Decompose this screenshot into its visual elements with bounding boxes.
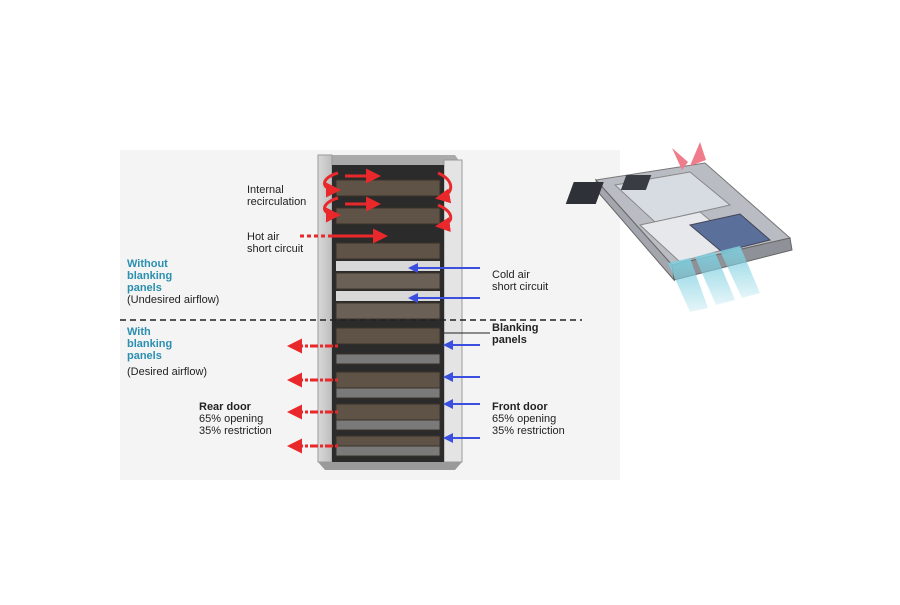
rear-exhaust-arrows xyxy=(287,338,338,454)
front-door-restriction: 35% restriction xyxy=(492,425,565,437)
server-unit xyxy=(335,371,441,389)
hot-air-label-1: Hot air xyxy=(247,231,280,243)
blanking-label-1: Blanking xyxy=(492,322,539,334)
server-unit xyxy=(335,207,441,225)
hot-air-arrows-top xyxy=(300,168,388,244)
blanking-panel xyxy=(335,445,441,457)
front-door-title: Front door xyxy=(492,401,548,413)
without-label-4: (Undesired airflow) xyxy=(127,294,220,306)
with-label-3: panels xyxy=(127,350,162,362)
with-label-2: blanking xyxy=(127,338,173,350)
server-unit xyxy=(335,327,441,345)
without-label-2: blanking xyxy=(127,270,173,282)
cold-air-short-circuit-arrows xyxy=(408,263,480,303)
hot-air-label-2: short circuit xyxy=(247,243,304,255)
with-label-4: (Desired airflow) xyxy=(127,366,208,378)
internal-recirculation-arrows xyxy=(323,171,453,233)
rear-door-restriction: 35% restriction xyxy=(199,425,272,437)
server-units xyxy=(335,179,441,457)
front-intake-arrows xyxy=(443,340,480,443)
blanking-panel xyxy=(335,353,441,365)
rear-door-opening: 65% opening xyxy=(199,413,264,425)
rear-door-title: Rear door xyxy=(199,401,251,413)
server-chassis-icon xyxy=(565,142,793,312)
server-unit xyxy=(335,302,441,320)
server-unit xyxy=(335,403,441,421)
open-gap xyxy=(336,291,440,301)
with-label-1: With xyxy=(127,326,151,338)
cold-air-label-1: Cold air xyxy=(492,269,530,281)
blanking-panel xyxy=(335,419,441,431)
cold-air-label-2: short circuit xyxy=(492,281,549,293)
internal-recirc-label-2: recirculation xyxy=(247,196,307,208)
server-unit xyxy=(335,242,441,260)
internal-recirc-label-1: Internal xyxy=(247,184,284,196)
without-label-3: panels xyxy=(127,282,162,294)
server-unit xyxy=(335,272,441,290)
blanking-panel xyxy=(335,387,441,399)
server-unit xyxy=(335,179,441,197)
open-gap xyxy=(336,261,440,271)
without-label-1: Without xyxy=(127,258,168,270)
front-door-opening: 65% opening xyxy=(492,413,557,425)
blanking-label-2: panels xyxy=(492,334,527,346)
